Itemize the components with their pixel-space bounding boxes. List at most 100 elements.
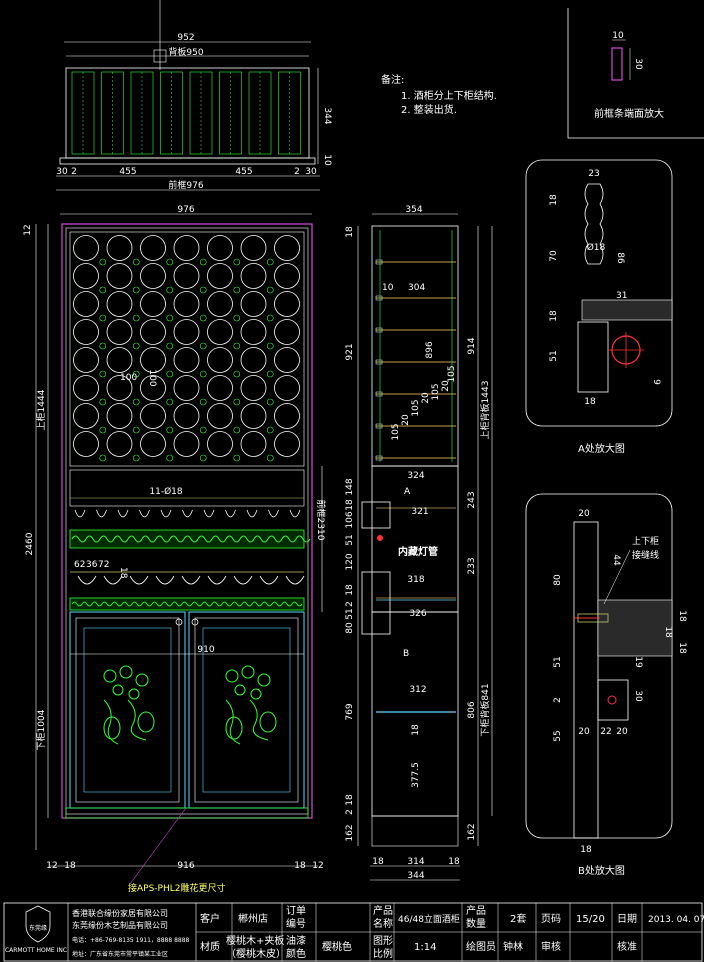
rack-node [166,286,174,294]
detail-a-dim-10: 9 [651,379,661,385]
detail-b-dim-2: 80 [553,574,563,586]
rack-hole [173,263,200,289]
door-knob-left [175,618,183,626]
glass-holes-label: 11-Ø18 [149,486,183,497]
rack-hole [106,347,133,373]
rack-dim-2: 36 [86,560,98,570]
rack-hole [140,375,166,401]
shelf-support [375,423,383,429]
rack-hole [274,319,300,345]
scale-label-2: 比例 [373,947,393,960]
carving-callout: 接APS-PHL2雕花更尺寸 [128,882,225,894]
rack-hole [173,403,200,429]
door-knob-right [191,618,199,626]
front-top-margin: 12 [23,224,33,235]
rack-node [132,370,140,378]
back-board-label: 背板950 [168,46,203,58]
rack-hole [173,235,200,261]
rack-hole [140,403,166,429]
rack-node [266,286,274,294]
rack-hole [73,347,99,373]
material-value-2: （樱桃木皮） [226,947,286,960]
color-label-2: 颜色 [286,947,306,960]
glass-hangers [74,509,301,518]
upper-back-label: 上柜背板1443 [479,381,491,440]
date-value: 2013. 04. 07 [648,915,704,925]
side-top-width: 354 [405,205,422,215]
front-frame-vertical: 前框2310 [315,500,327,541]
rack-node [99,426,107,434]
detail-a-dim-7: 18 [549,310,559,322]
rack-node [132,286,140,294]
page-label: 页码 [541,913,561,925]
top-dim-2: 2 [71,167,77,177]
bottle-cradle [259,575,279,585]
upper-cabinet-label: 上柜1444 [35,389,47,430]
bar-caption: 前框条端面放大 [594,107,664,120]
product-label-2: 名称 [373,917,393,930]
right-door [188,611,305,809]
rack-hole [240,291,267,317]
detail-b-dim-14: 18 [580,845,592,855]
front-bottom-1: 12 [46,861,57,871]
detail-a-dim-5: 86 [615,252,625,264]
detail-b-dim-7: 19 [633,656,643,668]
bottle-cradle [129,575,149,585]
rack-dims: 62 36 72 18 [74,560,128,579]
rack-hole [240,319,267,345]
detail-b-dim-6: 51 [553,656,563,667]
approve-label: 核准 [617,940,637,953]
side-right-4: 806 [467,701,477,718]
rack-hole [106,263,133,289]
rack-node [99,314,107,322]
rack-hole [240,431,267,457]
color-value: 樱桃色 [322,940,352,953]
bottle-cradle [233,575,253,585]
rack-node [199,398,207,406]
light-marker-icon [377,535,383,541]
rack-node [199,286,207,294]
rack-node [99,342,107,350]
rack-hole [207,263,233,289]
bottle-cradle [103,575,123,585]
rack-hole [106,375,133,401]
side-bottom-3: 18 [448,857,460,867]
rack-hole [274,235,300,261]
detail-b-dim-13: 20 [616,727,628,737]
circle-dia-v: 100 [147,369,157,386]
note-1: 1. 酒柜分上下柜结构. [401,89,497,102]
detail-b-dim-4: 18 [677,610,687,622]
company-1: 香港联合缘份家居有限公司 [72,908,168,918]
rack-node [199,454,207,462]
carved-rail-upper [69,529,305,549]
side-inner-896: 896 [425,341,435,358]
side-inner-304: 304 [408,283,425,293]
note-2: 2. 整装出货. [401,103,457,116]
rack-hole [240,235,267,261]
top-dim-1: 30 [56,167,68,177]
rack-node [266,258,274,266]
seam-label-2: 接缝线 [632,549,659,561]
screw-icon [607,695,617,705]
rack-hole [240,375,267,401]
rack-node [266,426,274,434]
rack-node [233,342,241,350]
qty-label-2: 数量 [466,917,486,930]
rack-hole [140,263,166,289]
shelf-support [375,327,383,333]
rack-node [166,426,174,434]
bottle-cradle [207,575,227,585]
bottle-cradle [77,575,97,585]
depth-318: 318 [407,575,424,585]
top-dim-3: 455 [119,167,136,177]
detail-b-dim-3: 44 [611,554,621,566]
rack-node [233,398,241,406]
detail-a: 23 18 70 Ø18 86 31 18 51 18 9 A处放大图 [525,159,673,455]
glass-slot [74,509,86,518]
shelf-spacing-6: 20 [441,380,451,392]
color-label: 油漆 [286,934,306,947]
mark-a: A [404,487,411,497]
mark-b: B [403,649,409,659]
